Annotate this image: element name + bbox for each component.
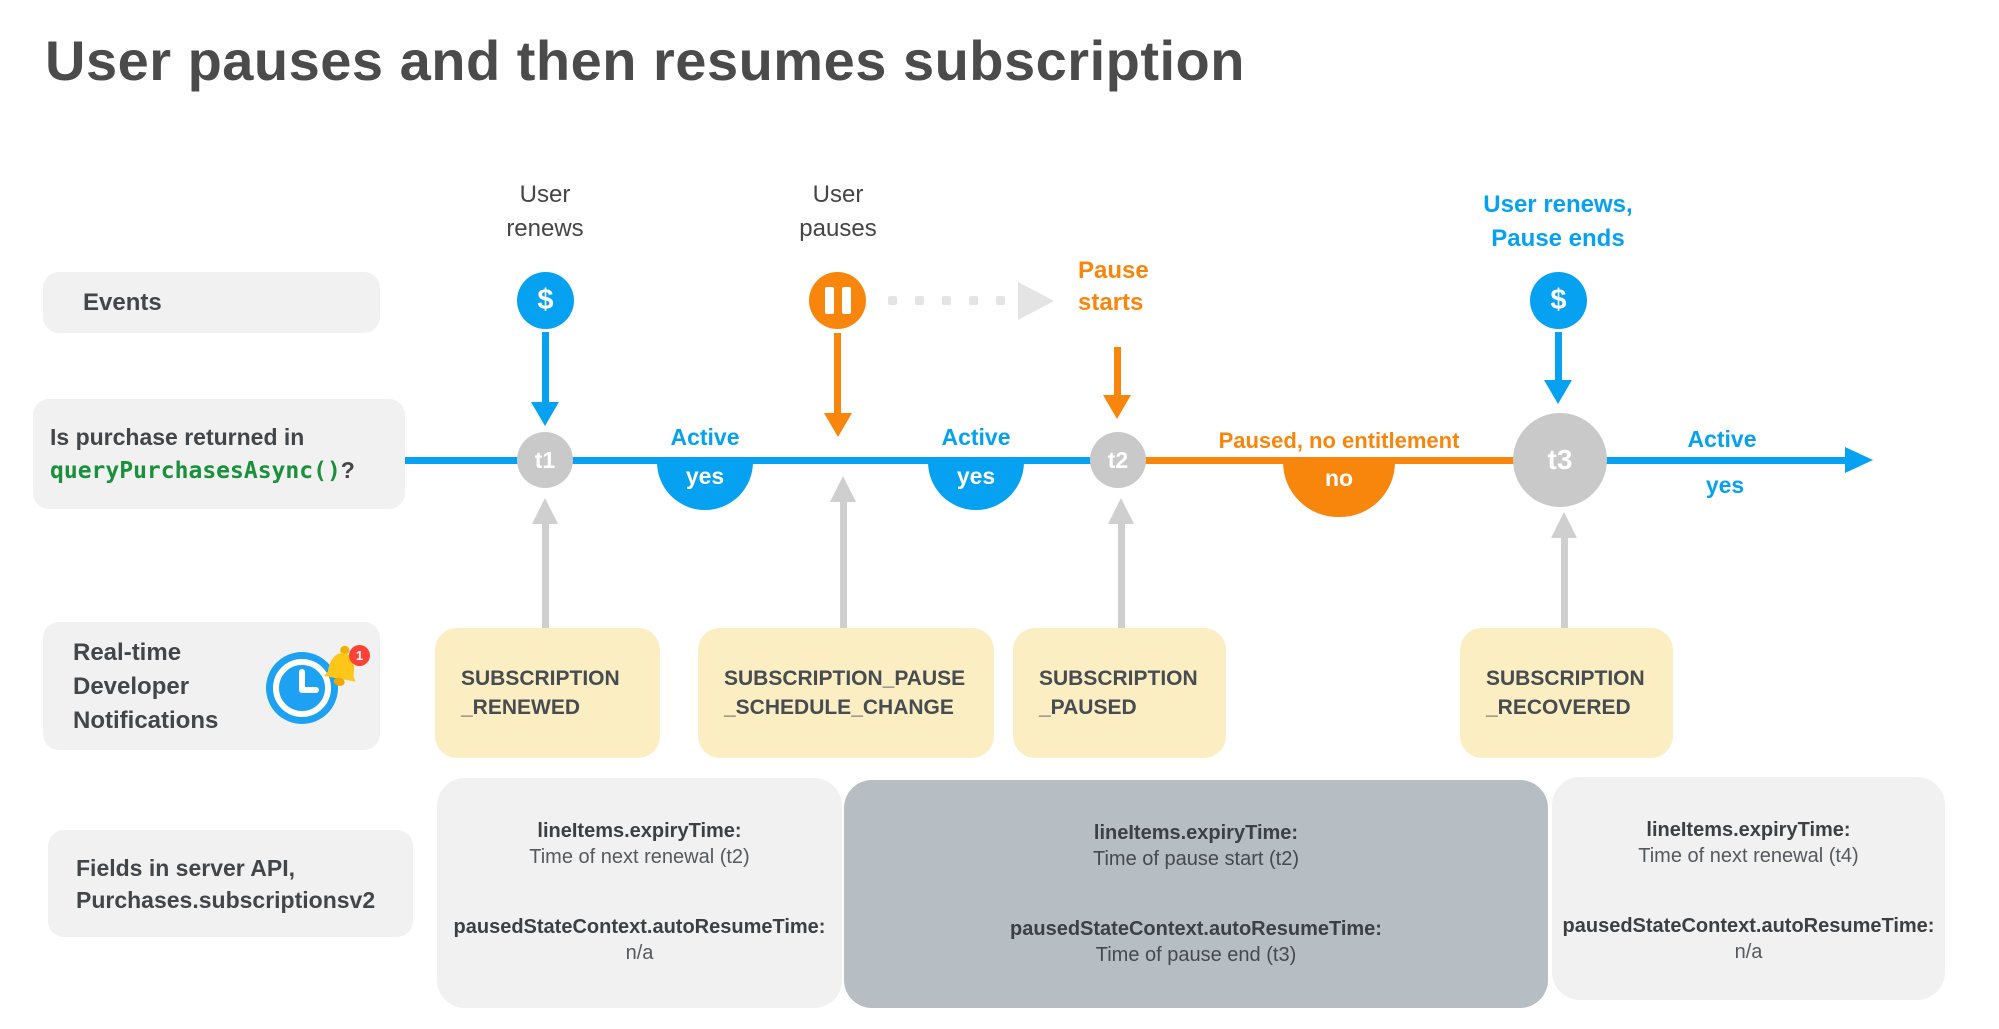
events-label-text: Events [83,288,162,316]
events-row-label: Events [43,272,380,333]
up-arrowhead-paused [1108,498,1134,524]
server-api-row-label: Fields in server API, Purchases.subscrip… [48,830,413,937]
api-fields-box-1: lineItems.expiryTime: Time of next renew… [437,778,842,1008]
notification-badge: 1 [349,645,370,666]
up-arrow-pause-schedule [840,498,847,628]
user-renews-caption: User renews [506,181,584,242]
up-arrowhead-pause-schedule [830,476,856,502]
dotted-arrow-dot [969,296,978,305]
timeline-segment-active-2 [1560,457,1850,464]
timeline-segment-active-1 [405,457,1118,464]
down-arrowhead-renew1 [531,402,559,426]
dotted-arrow-dot [915,296,924,305]
dotted-arrow-dot [942,296,951,305]
rtdn-label-text: Real-time Developer Notifications [73,639,219,734]
api-fields-box-3: lineItems.expiryTime: Time of next renew… [1552,777,1945,1000]
dotted-arrow-dot [996,296,1005,305]
rtdn-row-label: Real-time Developer Notifications 1 [43,622,380,750]
dotted-arrowhead [1018,282,1054,320]
down-arrow-pause-starts [1114,347,1121,397]
state-active-2: Active [941,424,1011,450]
page-title: User pauses and then resumes subscriptio… [45,29,1245,92]
rtdn-subscription-pause-schedule-change: SUBSCRIPTION_PAUSE _SCHEDULE_CHANGE [698,628,994,758]
user-renews-pause-ends-caption: User renews, Pause ends [1483,191,1633,252]
dotted-arrow-dot [888,296,897,305]
dollar-icon: $ [1530,272,1587,329]
down-arrowhead-pause-starts [1103,395,1131,419]
state-active-1: Active [670,424,740,450]
up-arrow-recovered [1561,534,1568,628]
down-arrow-renew1 [542,332,549,404]
timeline-segment-paused [1118,457,1560,464]
timeline-point-t1: t1 [517,432,573,488]
answer-yes-3: yes [1705,472,1745,498]
timeline-arrowhead [1845,447,1873,473]
query-purchases-async-code: queryPurchasesAsync() [50,457,341,484]
down-arrowhead-renew2 [1544,380,1572,404]
notification-clock-icon: 1 [243,622,380,750]
answer-yes-1: yes [657,462,753,510]
up-arrowhead-recovered [1551,512,1577,538]
pause-icon [809,272,866,329]
timeline-point-t2: t2 [1090,432,1146,488]
user-pauses-caption: User pauses [799,181,877,242]
answer-yes-2: yes [928,462,1024,510]
down-arrow-renew2 [1555,332,1562,382]
state-active-3: Active [1687,426,1757,452]
purchase-question-line2: queryPurchasesAsync()? [50,454,405,488]
purchase-question-label: Is purchase returned in queryPurchasesAs… [33,399,405,509]
answer-no: no [1283,462,1395,517]
rtdn-subscription-paused: SUBSCRIPTION _PAUSED [1013,628,1226,758]
bell-icon [323,645,356,686]
purchase-question-line1: Is purchase returned in [50,423,305,450]
up-arrow-renewed [542,520,549,628]
down-arrowhead-pause [824,413,852,437]
api-fields-box-2: lineItems.expiryTime: Time of pause star… [844,780,1548,1008]
timeline-point-t3: t3 [1513,413,1607,507]
up-arrow-paused [1118,520,1125,628]
dollar-icon: $ [517,272,574,329]
pause-starts-caption: Pause starts [1078,257,1149,316]
state-paused: Paused, no entitlement [1218,428,1460,453]
question-mark: ? [340,456,355,483]
rtdn-subscription-renewed: SUBSCRIPTION _RENEWED [435,628,660,758]
down-arrow-pause [834,333,841,415]
rtdn-subscription-recovered: SUBSCRIPTION _RECOVERED [1460,628,1673,758]
up-arrowhead-renewed [532,498,558,524]
